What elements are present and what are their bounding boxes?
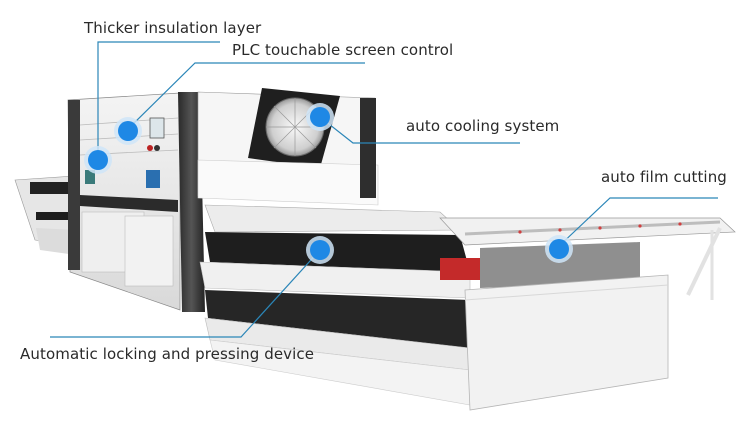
- label-insulation: Thicker insulation layer: [84, 19, 262, 37]
- line-insulation: [97, 41, 220, 160]
- marker-plc-icon: [114, 117, 142, 145]
- line-locking: [50, 249, 321, 338]
- label-film: auto film cutting: [601, 168, 727, 186]
- marker-film-icon: [545, 235, 573, 263]
- marker-cooling-icon: [306, 103, 334, 131]
- line-cooling: [319, 116, 520, 144]
- label-cooling: auto cooling system: [406, 117, 560, 135]
- label-locking: Automatic locking and pressing device: [20, 345, 315, 363]
- callout-markers: [84, 103, 573, 264]
- film-cutter: [439, 217, 736, 300]
- cooling-box: [197, 88, 379, 206]
- marker-locking-icon: [306, 236, 334, 264]
- callout-lines: [50, 41, 718, 338]
- line-plc: [126, 62, 365, 131]
- marker-insulation-icon: [84, 146, 112, 174]
- line-film: [556, 197, 718, 249]
- press-bed: [199, 204, 471, 406]
- left-feeder: [14, 175, 76, 255]
- front-drawer: [464, 274, 669, 411]
- label-plc: PLC touchable screen control: [232, 41, 454, 59]
